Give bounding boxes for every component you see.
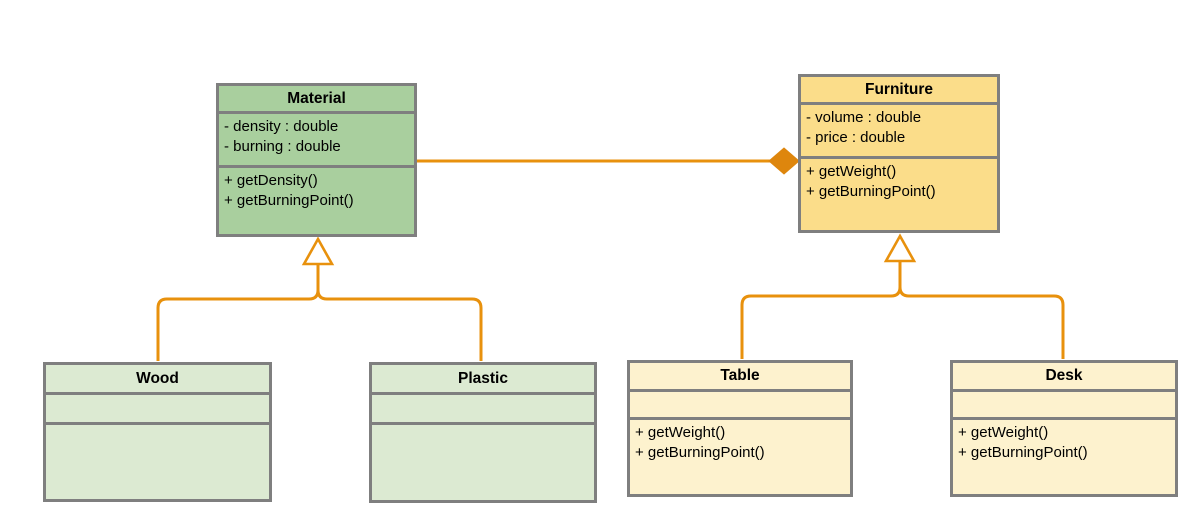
generalization-triangle-icon <box>301 236 335 266</box>
method: + getBurningPoint() <box>635 444 765 461</box>
attribute: - volume : double <box>806 109 922 126</box>
method: + getDensity() <box>224 172 318 189</box>
composition-diamond-icon <box>768 147 800 175</box>
class-box-table[interactable]: Table + getWeight() + getBurningPoint() <box>627 360 853 497</box>
class-box-plastic[interactable]: Plastic <box>369 362 597 503</box>
generalization-connector-table-desk-furniture[interactable] <box>740 233 1065 359</box>
class-title-material: Material <box>219 86 414 114</box>
class-methods-desk: + getWeight() + getBurningPoint() <box>953 420 1175 494</box>
generalization-connector-wood-plastic-material[interactable] <box>156 236 483 361</box>
method: + getBurningPoint() <box>958 444 1088 461</box>
class-methods-furniture: + getWeight() + getBurningPoint() <box>801 159 997 230</box>
class-box-desk[interactable]: Desk + getWeight() + getBurningPoint() <box>950 360 1178 497</box>
class-title-desk: Desk <box>953 363 1175 392</box>
method: + getWeight() <box>958 424 1049 441</box>
attribute: - density : double <box>224 118 339 135</box>
class-methods-table: + getWeight() + getBurningPoint() <box>630 420 850 494</box>
class-box-material[interactable]: Material - density : double - burning : … <box>216 83 417 237</box>
class-attributes-plastic <box>372 395 594 425</box>
class-title-furniture: Furniture <box>801 77 997 105</box>
generalization-triangle-icon <box>883 233 917 263</box>
method: + getBurningPoint() <box>224 192 354 209</box>
method: + getWeight() <box>635 424 726 441</box>
composition-connector-material-furniture[interactable] <box>417 147 800 175</box>
class-attributes-table <box>630 392 850 420</box>
class-attributes-material: - density : double - burning : double <box>219 114 414 168</box>
attribute: - burning : double <box>224 138 341 155</box>
class-attributes-furniture: - volume : double - price : double <box>801 105 997 159</box>
class-title-plastic: Plastic <box>372 365 594 395</box>
class-box-furniture[interactable]: Furniture - volume : double - price : do… <box>798 74 1000 233</box>
method: + getBurningPoint() <box>806 183 936 200</box>
class-title-wood: Wood <box>46 365 269 395</box>
attribute: - price : double <box>806 129 906 146</box>
class-methods-plastic <box>372 425 594 500</box>
class-methods-wood <box>46 425 269 499</box>
class-attributes-desk <box>953 392 1175 420</box>
method: + getWeight() <box>806 163 897 180</box>
class-attributes-wood <box>46 395 269 425</box>
class-title-table: Table <box>630 363 850 392</box>
class-methods-material: + getDensity() + getBurningPoint() <box>219 168 414 234</box>
class-box-wood[interactable]: Wood <box>43 362 272 502</box>
